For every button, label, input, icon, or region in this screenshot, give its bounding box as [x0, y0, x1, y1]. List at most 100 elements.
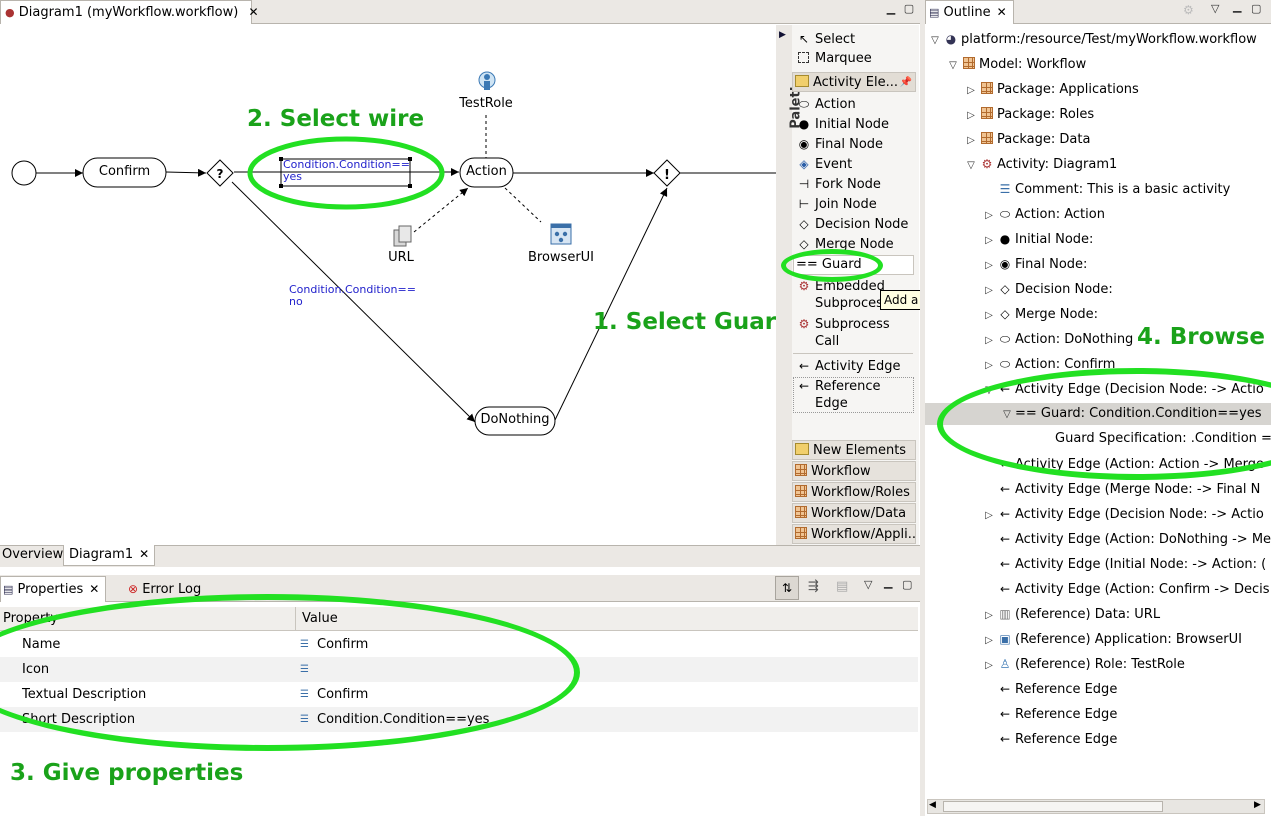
- tree-row-package-applications[interactable]: ▷Package: Applications: [963, 78, 1139, 100]
- tab-properties[interactable]: ▤ Properties✕: [0, 576, 107, 602]
- tree-row-reference-edge-1[interactable]: ←Reference Edge: [981, 678, 1117, 700]
- chevron-right-icon[interactable]: ▷: [985, 360, 993, 371]
- initial-node[interactable]: [11, 160, 37, 186]
- edge-confirm-decision[interactable]: [165, 168, 207, 177]
- tree-row-package-roles[interactable]: ▷Package: Roles: [963, 103, 1094, 125]
- chevron-right-icon[interactable]: ▷: [985, 635, 993, 646]
- chevron-right-icon[interactable]: ▷: [985, 510, 993, 521]
- palette-event[interactable]: ◈Event: [796, 154, 852, 174]
- maximize-icon[interactable]: ▢: [902, 578, 913, 591]
- tree-row-action-action[interactable]: ▷⬭Action: Action: [981, 203, 1105, 225]
- decision-node[interactable]: [206, 159, 234, 187]
- action-node-confirm[interactable]: [82, 157, 167, 188]
- scroll-right-icon[interactable]: ▶: [1254, 800, 1261, 810]
- tab-overview[interactable]: Overview: [2, 547, 64, 562]
- close-icon[interactable]: ✕: [996, 5, 1007, 19]
- palette-drawer-workflow-data[interactable]: Workflow/Data: [792, 503, 916, 523]
- tree-row-model[interactable]: ▽Model: Workflow: [945, 53, 1086, 75]
- palette-select-tool[interactable]: ↖Select: [796, 29, 855, 49]
- scroll-left-icon[interactable]: ◀: [929, 800, 936, 810]
- chevron-right-icon[interactable]: ▷: [985, 210, 993, 221]
- chevron-right-icon[interactable]: ▷: [967, 135, 975, 146]
- chevron-right-icon[interactable]: ▷: [985, 610, 993, 621]
- tree-row-reference-edge-2[interactable]: ←Reference Edge: [981, 703, 1117, 725]
- close-icon[interactable]: ✕: [248, 5, 259, 19]
- tab-diagram1[interactable]: Diagram1✕: [63, 545, 156, 566]
- minimize-icon[interactable]: ▁: [886, 2, 896, 15]
- view-menu-icon[interactable]: ▽: [864, 578, 873, 591]
- palette-drawer-workflow[interactable]: Workflow: [792, 461, 916, 481]
- chevron-right-icon[interactable]: ▷: [985, 285, 993, 296]
- chevron-right-icon[interactable]: ▷: [985, 260, 993, 271]
- tree-row-edge-confirm-decision[interactable]: ←Activity Edge (Action: Confirm -> Decis: [981, 578, 1270, 600]
- action-node-donothing[interactable]: [474, 406, 556, 436]
- tab-outline[interactable]: ▤ Outline✕: [925, 0, 1014, 24]
- palette-drawer-activity[interactable]: Activity Ele... 📌: [792, 72, 916, 92]
- tree-row-edge-decision-action-2[interactable]: ▷←Activity Edge (Decision Node: -> Actio: [981, 503, 1264, 525]
- close-icon[interactable]: ✕: [139, 547, 150, 561]
- chevron-down-icon[interactable]: ▽: [931, 35, 939, 46]
- tab-error-log[interactable]: ⊗ Error Log: [128, 582, 202, 597]
- maximize-icon[interactable]: ▢: [903, 2, 915, 15]
- chevron-down-icon[interactable]: ▽: [949, 60, 957, 71]
- palette-join-node[interactable]: ⊢Join Node: [796, 194, 877, 214]
- tree-row-reference-data-url[interactable]: ▷▥(Reference) Data: URL: [981, 603, 1160, 625]
- ref-edge-browserui[interactable]: [504, 187, 542, 223]
- scrollbar-thumb[interactable]: [943, 801, 1163, 812]
- palette-drawer-workflow-applications[interactable]: Workflow/Appli...: [792, 524, 916, 544]
- palette-reference-edge-box[interactable]: [793, 377, 914, 413]
- show-categories-button[interactable]: ⇅: [775, 576, 799, 600]
- merge-node[interactable]: [653, 159, 681, 187]
- outline-toolbar-icon[interactable]: ⚙: [1183, 3, 1194, 17]
- edge-donothing-merge[interactable]: [554, 187, 668, 421]
- chevron-down-icon[interactable]: ▽: [967, 160, 975, 171]
- palette-decision-node[interactable]: ◇Decision Node: [796, 214, 908, 234]
- palette-drawer-workflow-roles[interactable]: Workflow/Roles: [792, 482, 916, 502]
- tree-row-package-data[interactable]: ▷Package: Data: [963, 128, 1090, 150]
- tree-row-reference-edge-3[interactable]: ←Reference Edge: [981, 728, 1117, 750]
- palette-final-node[interactable]: ◉Final Node: [796, 134, 883, 154]
- tree-row-decision-node[interactable]: ▷◇Decision Node:: [981, 278, 1113, 300]
- tree-row-merge-node[interactable]: ▷◇Merge Node:: [981, 303, 1098, 325]
- tree-row-edge-initial-action[interactable]: ←Activity Edge (Initial Node: -> Action:…: [981, 553, 1266, 575]
- close-icon[interactable]: ✕: [89, 582, 100, 596]
- chevron-right-icon[interactable]: ▷: [967, 110, 975, 121]
- guard-label-no[interactable]: Condition.Condition== no: [289, 283, 416, 308]
- minimize-icon[interactable]: ▁: [1233, 0, 1242, 13]
- palette-fork-node[interactable]: ⊣Fork Node: [796, 174, 881, 194]
- chevron-right-icon[interactable]: ▷: [985, 310, 993, 321]
- palette-drawer-new-elements[interactable]: New Elements: [792, 440, 916, 460]
- advanced-properties-icon[interactable]: ⇶: [808, 579, 819, 594]
- view-menu-icon[interactable]: ▽: [1211, 2, 1220, 15]
- tree-row-edge-donothing-merge[interactable]: ←Activity Edge (Action: DoNothing -> Me: [981, 528, 1271, 550]
- pin-icon[interactable]: 📌: [899, 77, 912, 88]
- palette-collapse-icon[interactable]: ▶: [779, 30, 786, 40]
- tree-row-reference-app-browserui[interactable]: ▷▣(Reference) Application: BrowserUI: [981, 628, 1242, 650]
- tree-row-comment[interactable]: ☰Comment: This is a basic activity: [981, 178, 1231, 200]
- palette-activity-edge[interactable]: ←Activity Edge: [796, 356, 901, 376]
- guard-label-yes[interactable]: Condition.Condition== yes: [283, 158, 410, 183]
- minimize-icon[interactable]: ▁: [884, 576, 893, 589]
- chevron-right-icon[interactable]: ▷: [985, 235, 993, 246]
- tree-row-final-node[interactable]: ▷◉Final Node:: [981, 253, 1087, 275]
- palette-initial-node[interactable]: ●Initial Node: [796, 114, 889, 134]
- tree-row-action-confirm[interactable]: ▷⬭Action: Confirm: [981, 353, 1115, 375]
- diagram-canvas[interactable]: ? ! Confirm Action DoNothing TestRole UR…: [0, 25, 776, 545]
- tree-row-activity[interactable]: ▽⚙Activity: Diagram1: [963, 153, 1117, 175]
- guard-selection-box[interactable]: [280, 158, 411, 187]
- maximize-icon[interactable]: ▢: [1251, 2, 1262, 15]
- edge-decision-donothing[interactable]: [231, 181, 476, 423]
- chevron-right-icon[interactable]: ▷: [985, 660, 993, 671]
- chevron-right-icon[interactable]: ▷: [967, 85, 975, 96]
- restore-default-icon[interactable]: ▤: [836, 579, 849, 594]
- palette-marquee-tool[interactable]: Marquee: [796, 49, 872, 69]
- tree-row-action-donothing[interactable]: ▷⬭Action: DoNothing: [981, 328, 1133, 350]
- tree-row-reference-role-testrole[interactable]: ▷♙(Reference) Role: TestRole: [981, 653, 1185, 675]
- chevron-right-icon[interactable]: ▷: [985, 335, 993, 346]
- tree-row-resource[interactable]: ▽◕platform:/resource/Test/myWorkflow.wor…: [927, 28, 1257, 50]
- action-node-action[interactable]: [459, 157, 514, 188]
- tree-row-edge-merge-final[interactable]: ←Activity Edge (Merge Node: -> Final N: [981, 478, 1260, 500]
